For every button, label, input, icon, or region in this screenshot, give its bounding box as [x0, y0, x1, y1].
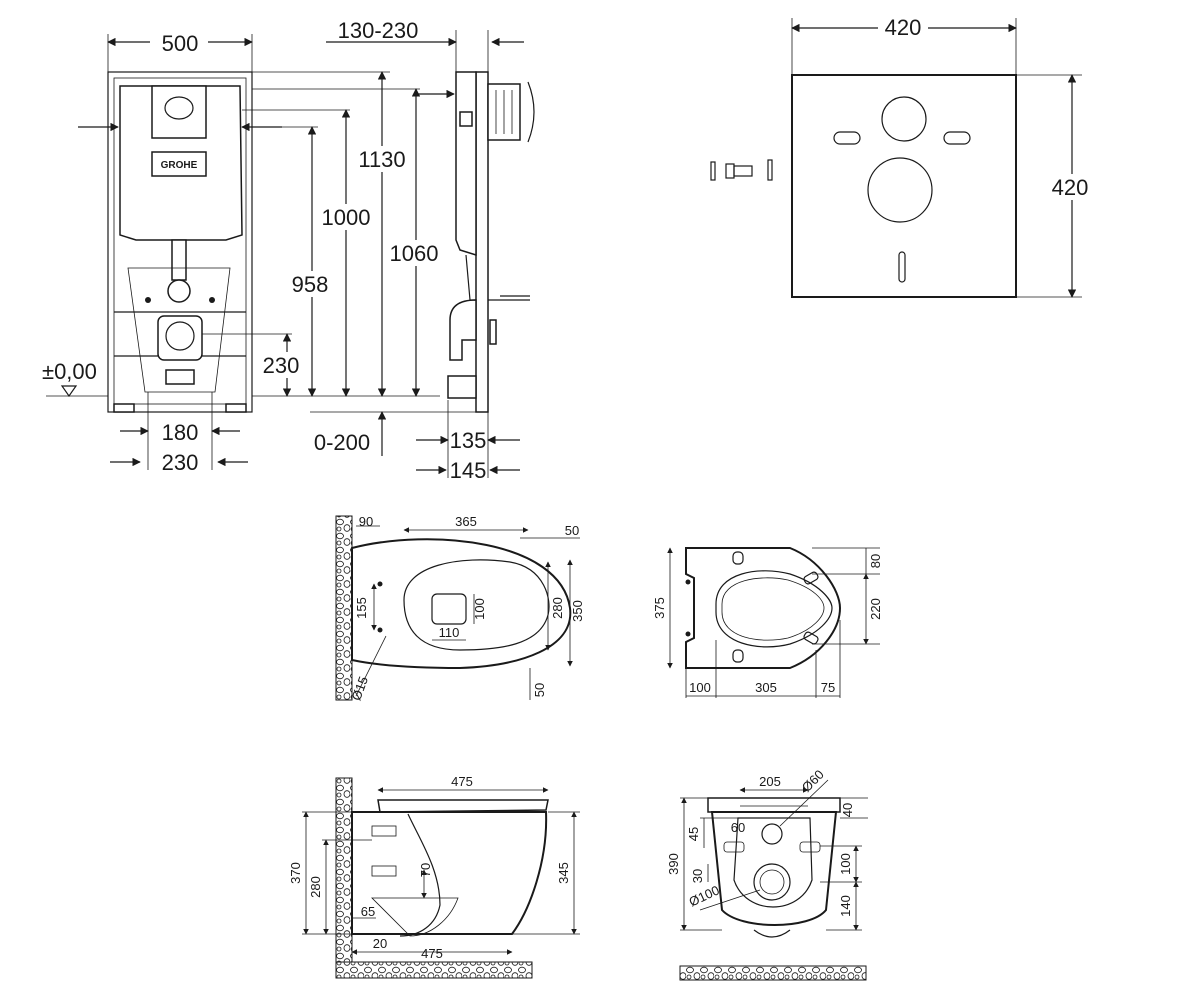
dim-100-seat: 100: [689, 680, 711, 695]
dim-60: 60: [731, 820, 745, 835]
dim-420-height: 420: [1052, 175, 1089, 200]
dim-130-230: 130-230: [338, 18, 419, 43]
dim-145: 145: [450, 458, 487, 483]
dim-d60-top: Ø60: [799, 767, 827, 795]
dim-155: 155: [354, 597, 369, 619]
dim-75: 75: [821, 680, 835, 695]
dim-90: 90: [359, 514, 373, 529]
dim-d100: Ø100: [687, 882, 722, 909]
soundpad-view: 420 420: [710, 14, 1096, 298]
frame-front-view: GROHE 500 1130: [42, 30, 447, 475]
dim-280-side: 280: [308, 876, 323, 898]
dim-1060: 1060: [390, 241, 439, 266]
bowl-back-view: 205 Ø60 40 45 60 390 30 100 Ø100 140: [666, 767, 868, 981]
dim-365: 365: [455, 514, 477, 529]
dim-230: 230: [263, 353, 300, 378]
bowl-top-view: 90 365 50 155 100 280 350 110 Ø15 50: [335, 514, 585, 703]
dim-350: 350: [570, 600, 585, 622]
dim-50-bottom: 50: [532, 683, 547, 697]
dim-420-width: 420: [885, 15, 922, 40]
dim-500: 500: [162, 31, 199, 56]
dim-100: 100: [472, 598, 487, 620]
seat-top-view: 375 80 220 100 305 75: [652, 547, 883, 698]
dim-30: 30: [690, 869, 705, 883]
dim-45: 45: [686, 827, 701, 841]
dim-220: 220: [868, 598, 883, 620]
dim-70: 70: [418, 863, 433, 877]
dim-zero-level: ±0,00: [42, 359, 97, 384]
dim-0-200: 0-200: [314, 430, 370, 455]
dim-65: 65: [361, 904, 375, 919]
dim-390: 390: [666, 853, 681, 875]
dim-140: 140: [838, 895, 853, 917]
dim-958: 958: [292, 272, 329, 297]
dim-50-top: 50: [565, 523, 579, 538]
dim-80: 80: [868, 554, 883, 568]
dim-110: 110: [439, 625, 460, 640]
dim-370: 370: [288, 862, 303, 884]
dim-475-bottom: 475: [421, 946, 443, 961]
dim-475-top: 475: [451, 774, 473, 789]
grohe-logo: GROHE: [161, 160, 198, 171]
dim-345: 345: [556, 862, 571, 884]
dim-135: 135: [450, 428, 487, 453]
dim-230-bottom: 230: [162, 450, 199, 475]
dim-100-back: 100: [838, 853, 853, 875]
dim-20: 20: [373, 936, 387, 951]
dim-305: 305: [755, 680, 777, 695]
frame-side-view: 130-230 0-200 135 145: [310, 18, 535, 483]
bowl-side-view: 475 370 280 70 345 65 20 475: [288, 774, 580, 979]
dim-375: 375: [652, 597, 667, 619]
dim-180: 180: [162, 420, 199, 445]
dim-205: 205: [759, 774, 781, 789]
dim-1000: 1000: [322, 205, 371, 230]
dim-280: 280: [550, 597, 565, 619]
dim-40: 40: [840, 803, 855, 817]
dim-1130: 1130: [358, 147, 405, 172]
